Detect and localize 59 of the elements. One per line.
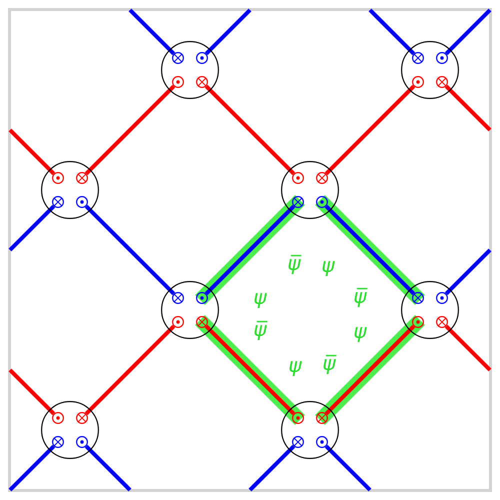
vertex-circle: [281, 401, 339, 459]
field-symbol: ψ̅: [287, 251, 301, 275]
circled-dot-icon: [412, 316, 424, 328]
field-symbol: ψ: [288, 353, 302, 377]
connector-line: [324, 324, 416, 416]
field-symbol: ψ: [253, 285, 267, 309]
circled-cross-icon: [196, 316, 208, 328]
connector-line: [204, 324, 296, 416]
circled-dot-icon: [196, 52, 208, 64]
connector-line: [204, 204, 296, 296]
circled-dot-icon: [316, 196, 328, 208]
vertex-circle: [41, 161, 99, 219]
connector-line: [84, 444, 132, 492]
circled-cross-icon: [172, 52, 184, 64]
connector-line: [324, 204, 416, 296]
field-symbol: ψ̅: [253, 317, 267, 341]
circled-cross-icon: [172, 292, 184, 304]
field-symbol: ψ: [321, 253, 335, 277]
circled-cross-icon: [52, 436, 64, 448]
field-symbol: ψ̅: [353, 284, 367, 308]
vertex-circle: [401, 41, 459, 99]
circled-cross-icon: [316, 412, 328, 424]
circled-cross-icon: [196, 76, 208, 88]
circled-dot-icon: [436, 52, 448, 64]
circled-cross-icon: [52, 196, 64, 208]
circled-dot-icon: [172, 76, 184, 88]
circled-dot-icon: [52, 172, 64, 184]
vertex-circle: [161, 41, 219, 99]
circled-dot-icon: [292, 172, 304, 184]
connector-line: [8, 128, 56, 176]
circled-cross-icon: [292, 436, 304, 448]
circled-dot-icon: [52, 412, 64, 424]
circled-cross-icon: [412, 52, 424, 64]
circled-dot-icon: [76, 196, 88, 208]
vertex-circle: [401, 281, 459, 339]
circled-cross-icon: [436, 76, 448, 88]
connector-line: [444, 8, 492, 56]
connector-line: [324, 444, 372, 492]
vertex-circle: [161, 281, 219, 339]
circled-cross-icon: [316, 172, 328, 184]
circled-dot-icon: [316, 436, 328, 448]
field-symbol: ψ: [353, 319, 367, 343]
vertex-circle: [41, 401, 99, 459]
circled-cross-icon: [412, 292, 424, 304]
field-symbol: ψ̅: [322, 351, 336, 375]
circled-dot-icon: [436, 292, 448, 304]
connector-line: [8, 368, 56, 416]
circled-dot-icon: [196, 292, 208, 304]
circled-dot-icon: [172, 316, 184, 328]
circled-dot-icon: [412, 76, 424, 88]
connector-line: [204, 8, 252, 56]
circled-dot-icon: [76, 436, 88, 448]
circled-cross-icon: [436, 316, 448, 328]
vertex-circle: [281, 161, 339, 219]
circled-cross-icon: [76, 412, 88, 424]
circled-cross-icon: [292, 196, 304, 208]
circled-cross-icon: [76, 172, 88, 184]
connector-line: [444, 248, 492, 296]
circled-dot-icon: [292, 412, 304, 424]
